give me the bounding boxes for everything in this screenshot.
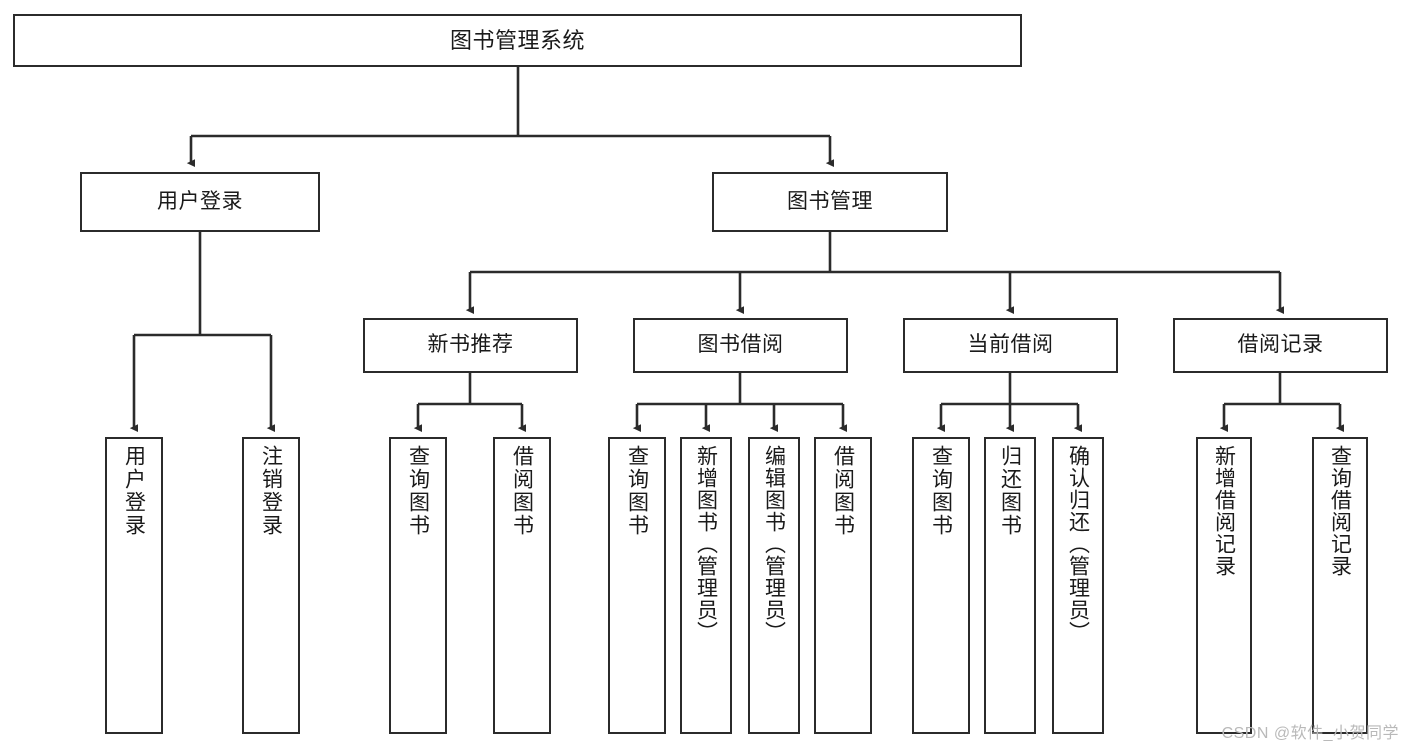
node-leaf-query-book-3[interactable]: 查询图书 xyxy=(912,437,970,734)
node-label: 借阅图书 xyxy=(510,445,534,537)
node-leaf-query-book-1[interactable]: 查询图书 xyxy=(389,437,447,734)
node-label: 归还图书 xyxy=(998,445,1022,537)
node-label: 编辑图书（管理员） xyxy=(762,445,786,643)
node-leaf-add-book[interactable]: 新增图书（管理员） xyxy=(680,437,732,734)
node-leaf-query-book-2[interactable]: 查询图书 xyxy=(608,437,666,734)
node-leaf-borrow-book-2[interactable]: 借阅图书 xyxy=(814,437,872,734)
node-label: 图书管理系统 xyxy=(449,27,585,53)
node-leaf-borrow-book-1[interactable]: 借阅图书 xyxy=(493,437,551,734)
node-label: 用户登录 xyxy=(122,445,146,537)
node-label: 图书管理 xyxy=(787,189,873,213)
node-new-book-recommend[interactable]: 新书推荐 xyxy=(363,318,578,373)
node-leaf-edit-book[interactable]: 编辑图书（管理员） xyxy=(748,437,800,734)
node-book-management[interactable]: 图书管理 xyxy=(712,172,948,232)
node-label: 新增借阅记录 xyxy=(1212,445,1236,577)
node-label: 新增图书（管理员） xyxy=(694,445,718,643)
node-label: 查询图书 xyxy=(406,445,430,537)
node-leaf-return-book[interactable]: 归还图书 xyxy=(984,437,1036,734)
node-label: 查询图书 xyxy=(625,445,649,537)
node-label: 确认归还（管理员） xyxy=(1066,445,1090,643)
node-label: 查询图书 xyxy=(929,445,953,537)
node-label: 查询借阅记录 xyxy=(1328,445,1352,577)
node-leaf-query-record[interactable]: 查询借阅记录 xyxy=(1312,437,1368,734)
node-root-book-management-system[interactable]: 图书管理系统 xyxy=(13,14,1022,67)
node-label: 当前借阅 xyxy=(967,333,1054,357)
csdn-watermark: CSDN @软件_小贺同学 xyxy=(1221,725,1399,742)
node-label: 注销登录 xyxy=(259,445,283,537)
node-user-login[interactable]: 用户登录 xyxy=(80,172,320,232)
node-label: 借阅图书 xyxy=(831,445,855,537)
node-label: 借阅记录 xyxy=(1237,333,1324,357)
node-current-borrow[interactable]: 当前借阅 xyxy=(903,318,1118,373)
node-leaf-confirm-return[interactable]: 确认归还（管理员） xyxy=(1052,437,1104,734)
node-label: 图书借阅 xyxy=(697,333,784,357)
node-label: 新书推荐 xyxy=(427,333,514,357)
node-borrow-record[interactable]: 借阅记录 xyxy=(1173,318,1388,373)
node-book-borrow[interactable]: 图书借阅 xyxy=(633,318,848,373)
node-leaf-logout[interactable]: 注销登录 xyxy=(242,437,300,734)
node-leaf-user-login[interactable]: 用户登录 xyxy=(105,437,163,734)
node-leaf-add-record[interactable]: 新增借阅记录 xyxy=(1196,437,1252,734)
node-label: 用户登录 xyxy=(157,189,243,213)
